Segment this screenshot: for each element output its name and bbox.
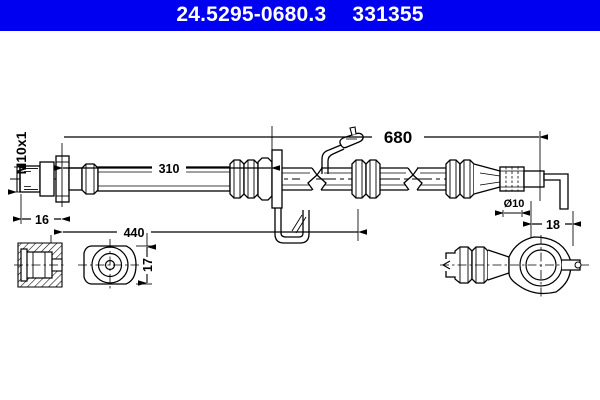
part-number: 24.5295-0680.3 (176, 2, 327, 26)
right-taper-section (473, 163, 501, 195)
header-banner: 24.5295-0680.3 331355 (0, 0, 600, 31)
dimension-440: 440 (54, 209, 367, 241)
header-title-row: 24.5295-0680.3 331355 (176, 3, 423, 27)
dimension-18: 18 (523, 201, 581, 259)
hose-ferrule-right-a (351, 159, 381, 199)
detail-section-view (14, 235, 66, 288)
reference-number: 331355 (352, 2, 424, 26)
dim-17-label: 17 (141, 258, 155, 272)
hose-section-right (380, 167, 446, 191)
hose-mid-ferrule (229, 157, 273, 201)
dim-dia10-label: Ø10 (504, 198, 525, 210)
dim-18-label: 18 (546, 218, 560, 232)
dimension-680: 680 (64, 125, 548, 201)
dim-m10x1-label: M10x1 (13, 131, 29, 174)
hose-section-middle (282, 167, 352, 191)
detail-end-view: 17 (78, 233, 156, 291)
dim-16-label: 16 (35, 213, 49, 227)
dimension-dia10: Ø10 (495, 194, 531, 217)
hose-bracket-left (271, 149, 310, 244)
banjo-fitting-right (499, 166, 569, 210)
dimension-16: 16 (13, 194, 70, 228)
dim-310-label: 310 (159, 162, 180, 176)
brake-hose-diagram: 310 680 M10x1 (8, 125, 592, 297)
dim-440-label: 440 (124, 226, 145, 240)
dim-680-label: 680 (384, 128, 412, 147)
hose-ferrule-right-b (445, 159, 475, 199)
detail-banjo-eye-view (440, 235, 592, 297)
dimension-310: 310 (54, 126, 280, 207)
left-end-fitting (19, 155, 99, 203)
dimension-m10x1: M10x1 (8, 131, 29, 195)
technical-drawing-canvas: 310 680 M10x1 (0, 31, 600, 400)
